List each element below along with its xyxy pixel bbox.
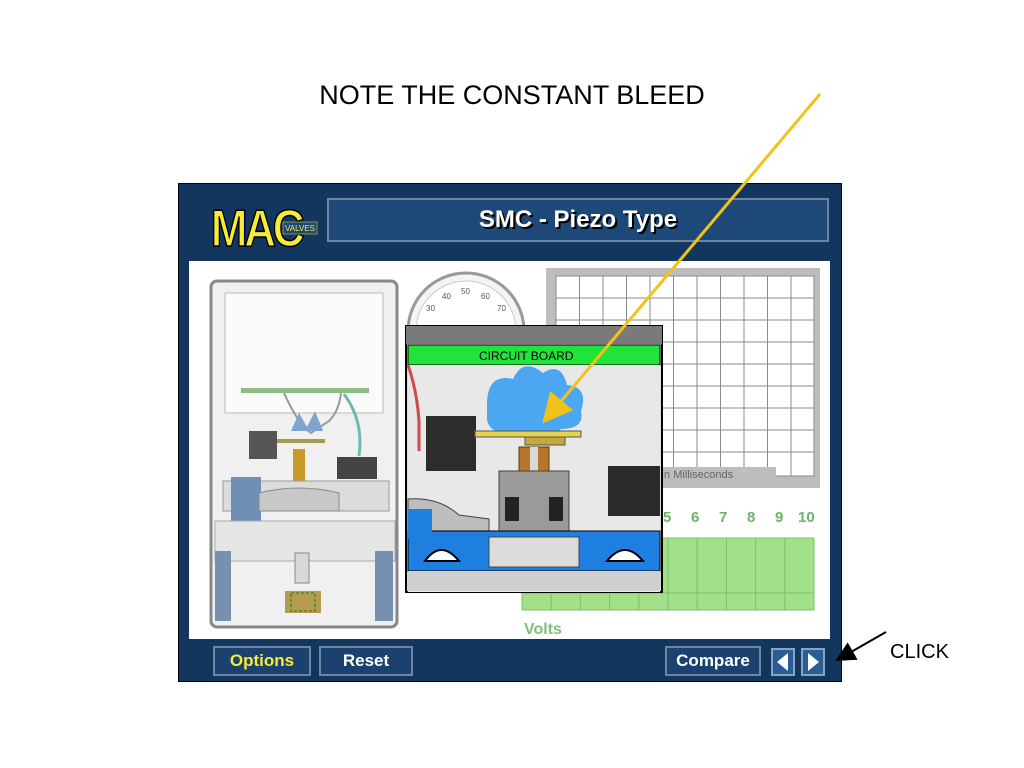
volt-tick: 8 — [747, 509, 755, 526]
gauge-tick: 40 — [442, 292, 451, 301]
click-pointer-arrow — [835, 631, 887, 661]
circuit-board-label: CIRCUIT BOARD — [479, 349, 574, 363]
triangle-left-icon — [777, 653, 788, 671]
mac-valves-logo: MAC VALVES — [210, 199, 318, 252]
simulation-stage: 30 40 50 60 70 In Milliseconds 5 6 7 8 9… — [189, 261, 830, 639]
next-button[interactable] — [801, 648, 825, 676]
simulator-window: MAC VALVES SMC - Piezo Type — [178, 183, 842, 682]
gauge-tick: 60 — [481, 292, 490, 301]
volt-tick: 9 — [775, 509, 783, 526]
gauge-tick: 30 — [426, 304, 435, 313]
click-label: CLICK — [890, 641, 949, 663]
volt-tick: 5 — [663, 509, 671, 526]
volt-tick: 10 — [798, 509, 815, 526]
reset-button[interactable]: Reset — [319, 646, 413, 676]
window-title: SMC - Piezo Type — [327, 198, 829, 242]
valve-cross-section — [209, 279, 399, 629]
zoomed-inset: CIRCUIT BOARD — [405, 325, 663, 593]
volts-label: Volts — [524, 621, 562, 638]
logo-sub-text: VALVES — [285, 224, 315, 233]
yellow-annotation-arrow — [542, 93, 822, 424]
previous-button[interactable] — [771, 648, 795, 676]
gauge-tick: 70 — [497, 304, 506, 313]
volt-tick: 6 — [691, 509, 699, 526]
compare-button[interactable]: Compare — [665, 646, 761, 676]
graph-time-label: In Milliseconds — [661, 469, 734, 481]
triangle-right-icon — [808, 653, 819, 671]
slide-title: NOTE THE CONSTANT BLEED — [319, 80, 705, 110]
control-bar: Options Reset Compare — [179, 642, 841, 682]
options-button[interactable]: Options — [213, 646, 311, 676]
gauge-tick: 50 — [461, 287, 470, 296]
volt-tick: 7 — [719, 509, 727, 526]
